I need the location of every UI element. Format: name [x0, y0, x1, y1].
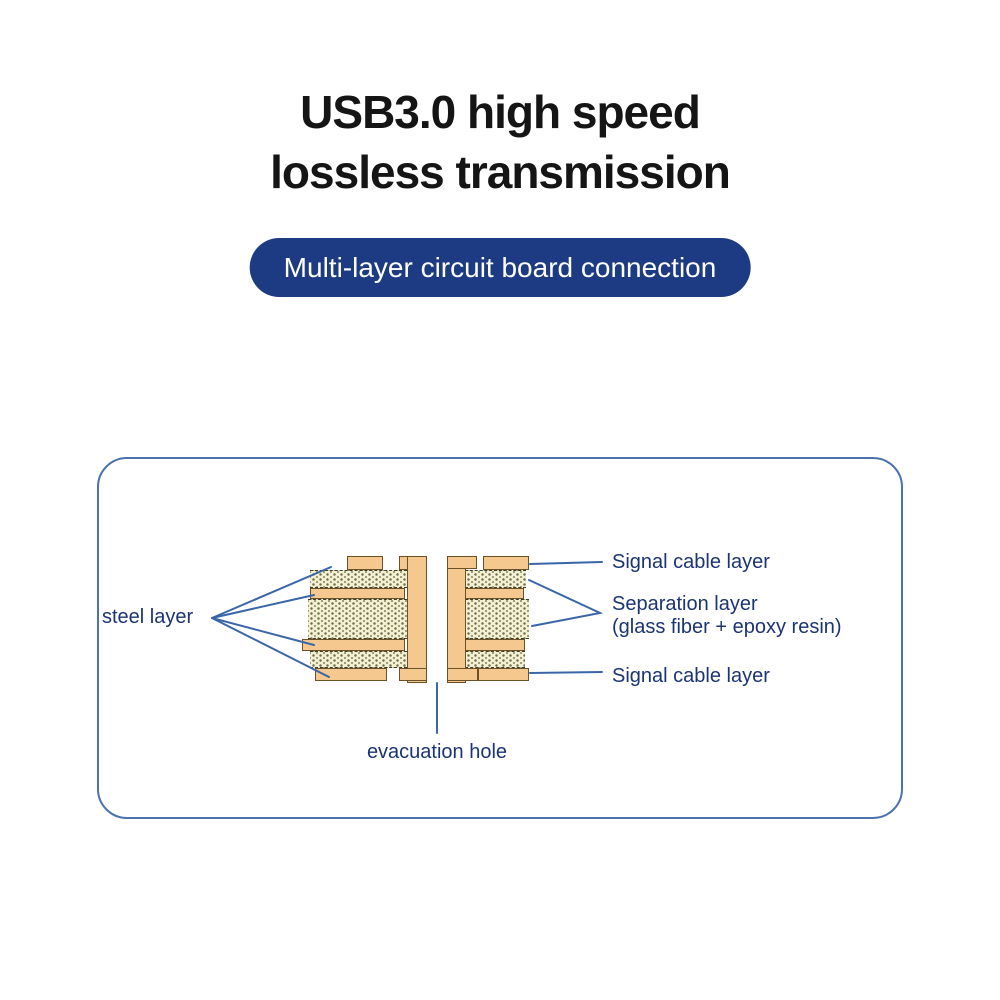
fiber-strip: [310, 651, 407, 668]
subtitle-badge: Multi-layer circuit board connection: [249, 238, 751, 297]
copper-strip: [302, 639, 405, 651]
copper-strip: [447, 556, 477, 569]
separation-layer-label-line1: Separation layer: [612, 593, 758, 615]
copper-strip: [465, 588, 524, 599]
copper-strip: [407, 556, 427, 683]
copper-strip: [447, 668, 478, 681]
title-line2: lossless transmission: [270, 146, 731, 198]
evacuation-hole-label: evacuation hole: [366, 741, 508, 763]
fiber-strip: [308, 599, 407, 639]
copper-strip: [483, 556, 529, 570]
page-title: USB3.0 high speed lossless transmission: [0, 82, 1000, 202]
fiber-strip: [465, 570, 526, 588]
fiber-strip: [465, 599, 529, 639]
copper-strip: [465, 639, 525, 651]
signal-cable-layer-bottom-label: Signal cable layer: [612, 665, 770, 687]
copper-strip: [447, 556, 466, 683]
fiber-strip: [465, 651, 525, 668]
copper-strip: [310, 588, 405, 599]
copper-strip: [315, 668, 387, 681]
separation-layer-label: Separation layer (glass fiber + epoxy re…: [612, 593, 842, 639]
copper-strip: [347, 556, 383, 570]
copper-strip: [478, 668, 529, 681]
copper-strip: [399, 668, 427, 681]
steel-layer-label: steel layer: [102, 606, 194, 628]
signal-cable-layer-top-label: Signal cable layer: [612, 551, 770, 573]
fiber-strip: [310, 570, 407, 588]
separation-layer-label-line2: (glass fiber + epoxy resin): [612, 616, 842, 638]
title-line1: USB3.0 high speed: [300, 86, 701, 138]
